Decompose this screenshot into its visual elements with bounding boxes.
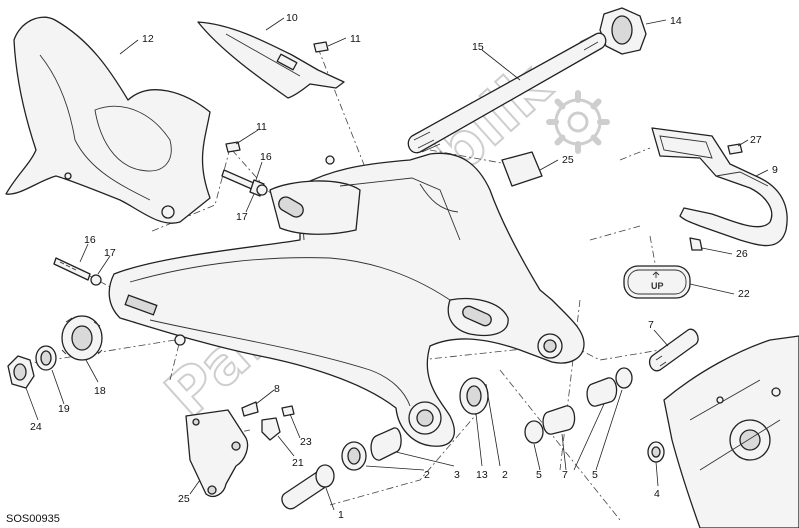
callout-16-upper: 16 — [260, 151, 272, 163]
callout-2-right: 2 — [502, 469, 508, 481]
callout-12: 12 — [142, 33, 154, 45]
callout-20: 22 — [738, 288, 750, 300]
swingarm-body — [108, 152, 585, 447]
callout-4: 4 — [654, 488, 660, 500]
part-13-bearing — [459, 377, 489, 415]
callout-9: 9 — [772, 164, 778, 176]
watermark-gear-icon — [546, 90, 610, 154]
callout-21: 21 — [292, 457, 304, 469]
callout-26: 26 — [736, 248, 748, 260]
callout-10: 10 — [286, 12, 298, 24]
drawing-code: SOS00935 — [6, 513, 60, 525]
sticker-up-label: UP — [651, 281, 664, 291]
part-26-screw — [689, 237, 703, 251]
part-21-clip — [261, 417, 281, 441]
part-11-upper-screw — [225, 41, 329, 153]
part-1-bolt — [281, 464, 335, 510]
part-6-bearing-left — [542, 405, 576, 435]
part-25-bracket — [185, 409, 249, 498]
part-4-cap — [647, 441, 665, 463]
leader-lines — [25, 17, 769, 511]
callout-19: 19 — [58, 403, 70, 415]
callout-1: 1 — [338, 509, 344, 521]
part-3-bush — [370, 427, 402, 461]
part-14-pivot-nut — [599, 7, 647, 55]
part-6-bearing-right — [586, 377, 618, 407]
engine-case — [663, 335, 799, 528]
part-24-pad — [501, 151, 543, 187]
callout-3: 3 — [454, 469, 460, 481]
callout-17-upper: 17 — [236, 211, 248, 223]
callout-11-upper: 11 — [350, 33, 361, 45]
part-23-nut — [7, 355, 35, 389]
callout-25: 25 — [178, 493, 190, 505]
part-20-up-sticker: UP — [623, 265, 691, 299]
part-19-washer — [35, 345, 57, 371]
callout-8: 8 — [274, 383, 280, 395]
callout-15: 15 — [472, 41, 484, 53]
part-5-seal-right — [615, 367, 633, 389]
part-10-chain-guard — [197, 21, 345, 99]
callout-13: 13 — [476, 469, 488, 481]
part-22-screw — [281, 405, 295, 417]
callout-6: 7 — [562, 469, 568, 481]
part-16-17-upper-bolt — [221, 169, 268, 197]
callout-5-right: 5 — [592, 469, 598, 481]
callout-16-left: 16 — [84, 234, 96, 246]
callout-11-lower: 11 — [256, 121, 267, 133]
callout-18: 18 — [94, 385, 106, 397]
part-7-pin — [648, 328, 699, 372]
callout-22: 23 — [300, 436, 312, 448]
part-16-17-left-bolt — [53, 257, 102, 286]
part-12-rear-hugger — [5, 16, 211, 224]
callout-27: 27 — [750, 134, 762, 146]
callout-5-left: 5 — [536, 469, 542, 481]
callout-24: 25 — [562, 154, 574, 166]
callout-7: 7 — [648, 319, 654, 331]
part-27-screw — [727, 143, 743, 155]
part-8-screw — [241, 401, 259, 417]
callout-23: 24 — [30, 421, 42, 433]
part-15-pivot-shaft — [407, 32, 607, 154]
part-5-seal-left — [524, 420, 544, 444]
part-2-spacer — [341, 441, 367, 471]
part-18-eccentric — [61, 315, 103, 361]
callout-14: 14 — [670, 15, 682, 27]
callout-2-left: 2 — [424, 469, 430, 481]
callout-labels: 12 10 11 14 15 11 16 17 25 27 9 26 22 16… — [30, 12, 778, 521]
callout-17-left: 17 — [104, 247, 116, 259]
part-9-chain-slider — [651, 127, 788, 247]
